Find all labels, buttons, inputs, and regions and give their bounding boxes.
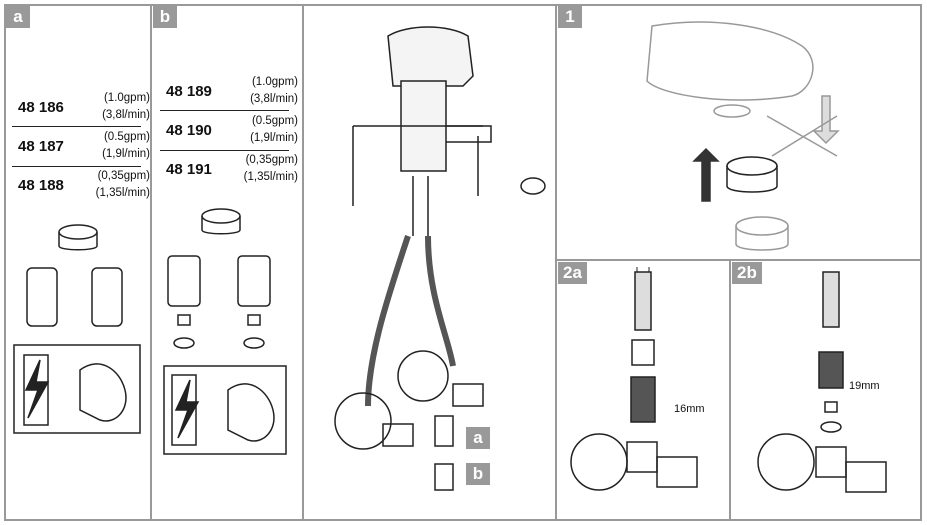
flow-lmin: (3,8l/min): [102, 109, 150, 121]
panel-label-b: b: [153, 6, 177, 28]
part-row: 48 189 (1.0gpm) (3,8l/min): [166, 74, 298, 108]
part-row: 48 191 (0,35gpm) (1,35l/min): [166, 152, 298, 186]
page-frame: [4, 4, 922, 521]
flow-gpm: (0.5gpm): [251, 115, 298, 127]
aerator-icon: [58, 224, 98, 251]
flow-gpm: (1.0gpm): [103, 92, 150, 104]
part-number: 48 190: [166, 121, 212, 139]
thumbs-down-icon: [79, 363, 127, 422]
divider: [555, 4, 557, 521]
callout-label-b: b: [466, 463, 490, 485]
part-row: 48 190 (0.5gpm) (1,9l/min): [166, 113, 298, 147]
adapter-icon: [167, 255, 271, 349]
flow-lmin: (1,35l/min): [243, 171, 298, 183]
wrench-size-label: 16mm: [674, 403, 705, 415]
faucet-installation-illustration: [334, 26, 546, 491]
hose-adapter-illustration: [757, 271, 887, 493]
part-row: 48 188 (0,35gpm) (1,35l/min): [18, 168, 150, 202]
divider: [150, 4, 152, 521]
step-label-1: 1: [558, 6, 582, 28]
flow-lmin: (1,35l/min): [95, 187, 150, 199]
arrow-up-icon: [692, 147, 720, 202]
panel-label-a: a: [6, 6, 30, 28]
step-label-2b: 2b: [732, 262, 762, 284]
part-number: 48 189: [166, 82, 212, 100]
warning-box: [13, 344, 141, 434]
divider: [729, 259, 731, 521]
part-number: 48 186: [18, 98, 64, 116]
adapter-a-icon: [434, 415, 454, 447]
flow-gpm: (0,35gpm): [97, 170, 150, 182]
part-row: 48 186 (1.0gpm) (3,8l/min): [18, 90, 150, 124]
adapter-icon: [26, 267, 123, 327]
warning-box: [163, 365, 287, 455]
adapter-b-icon: [434, 463, 454, 491]
flow-gpm: (1.0gpm): [251, 76, 298, 88]
separator: [160, 110, 289, 111]
part-number: 48 187: [18, 137, 64, 155]
step-label-2a: 2a: [558, 262, 587, 284]
flow-lmin: (1,9l/min): [250, 132, 298, 144]
separator: [12, 166, 141, 167]
divider: [555, 259, 922, 261]
thumbs-down-icon: [227, 383, 275, 442]
parts-illustration: [13, 208, 287, 455]
callout-label-a: a: [466, 427, 490, 449]
wrench-size-label: 19mm: [849, 380, 880, 392]
part-number: 48 188: [18, 176, 64, 194]
separator: [12, 126, 141, 127]
hose-adapter-illustration: [570, 267, 698, 491]
flow-gpm: (0.5gpm): [103, 131, 150, 143]
divider: [302, 4, 304, 521]
aerator-icon: [201, 208, 241, 235]
flow-gpm: (0,35gpm): [245, 154, 298, 166]
flow-lmin: (3,8l/min): [250, 93, 298, 105]
aerator-removal-illustration: [646, 21, 840, 251]
electric-hazard-icon: [171, 374, 197, 446]
separator: [160, 150, 289, 151]
flow-lmin: (1,9l/min): [102, 148, 150, 160]
part-number: 48 191: [166, 160, 212, 178]
part-row: 48 187 (0.5gpm) (1,9l/min): [18, 129, 150, 163]
arrow-down-icon: [812, 95, 840, 145]
electric-hazard-icon: [23, 354, 49, 426]
